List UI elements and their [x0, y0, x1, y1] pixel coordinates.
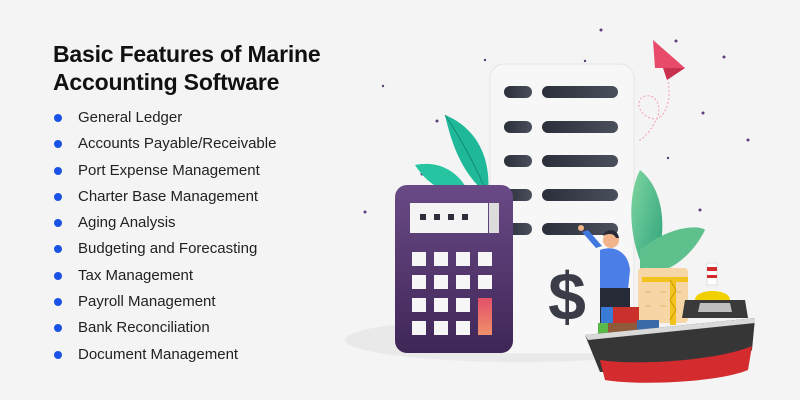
bullet-icon — [54, 140, 62, 149]
bullet-icon — [54, 324, 62, 333]
feature-item: Aging Analysis — [53, 210, 276, 236]
bullet-icon — [54, 271, 62, 280]
feature-label: Budgeting and Forecasting — [78, 240, 258, 258]
feature-item: Document Management — [53, 342, 276, 368]
feature-label: General Ledger — [78, 109, 183, 126]
bullet-icon — [54, 245, 62, 254]
title-line-2: Accounting Software — [53, 69, 280, 95]
cargo-ship-icon — [585, 262, 755, 383]
paper-plane-icon — [637, 40, 685, 142]
crane-icon — [638, 268, 688, 325]
bullet-icon — [54, 192, 62, 201]
leaf-icon — [631, 170, 705, 280]
bullet-icon — [54, 219, 62, 228]
leaf-icon — [415, 114, 489, 196]
feature-item: Bank Reconciliation — [53, 315, 276, 341]
feature-label: Bank Reconciliation — [78, 319, 210, 337]
title-line-1: Basic Features of Marine — [53, 41, 321, 67]
dollar-icon: $ — [548, 259, 586, 335]
feature-label: Charter Base Management — [78, 187, 259, 205]
feature-item: Payroll Management — [53, 289, 276, 315]
bullet-icon — [54, 166, 62, 175]
bullet-icon — [54, 350, 62, 359]
feature-label: Accounts Payable/Receivable — [78, 135, 277, 153]
feature-item: Budgeting and Forecasting — [53, 236, 276, 262]
feature-list: General Ledger Accounts Payable/Receivab… — [53, 105, 276, 368]
feature-label: Port Expense Management — [78, 161, 260, 179]
calculator-icon — [395, 185, 513, 353]
feature-label: Document Management — [78, 345, 239, 363]
feature-item: Accounts Payable/Receivable — [53, 131, 276, 157]
feature-label: Payroll Management — [78, 293, 216, 311]
feature-item: General Ledger — [53, 105, 276, 131]
document-icon: $ — [489, 63, 635, 355]
feature-label: Aging Analysis — [78, 214, 176, 232]
bullet-icon — [54, 298, 62, 307]
page-title: Basic Features of Marine Accounting Soft… — [53, 40, 321, 96]
feature-item: Port Expense Management — [53, 158, 276, 184]
bullet-icon — [54, 114, 62, 122]
feature-item: Tax Management — [53, 263, 276, 289]
feature-label: Tax Management — [78, 266, 194, 284]
feature-item: Charter Base Management — [53, 184, 276, 210]
